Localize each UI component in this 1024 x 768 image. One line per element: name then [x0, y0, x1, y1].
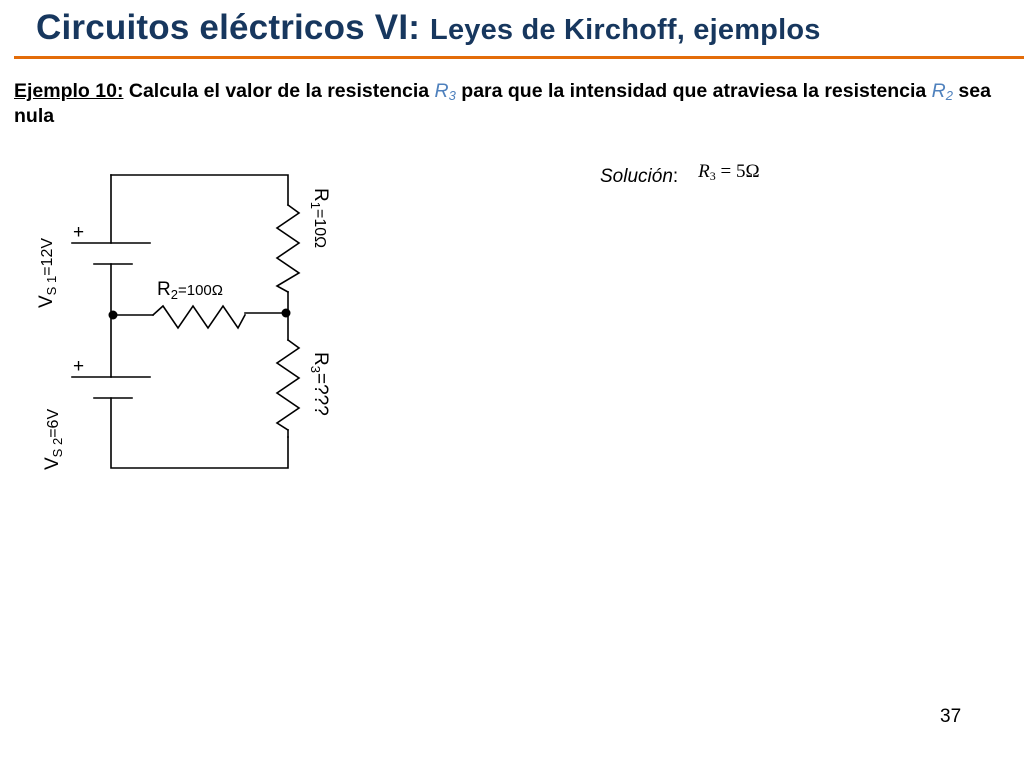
problem-statement: Ejemplo 10: Calcula el valor de la resis… — [14, 79, 994, 129]
vs1-value: =12V — [39, 238, 56, 276]
r3-subscript: 3 — [308, 366, 323, 373]
r2-value: =100Ω — [178, 282, 223, 299]
slide-title: Circuitos eléctricos VI: Leyes de Kircho… — [36, 8, 821, 48]
vs1-subscript: S 1 — [44, 276, 59, 296]
title-main: Circuitos eléctricos VI: — [36, 8, 431, 47]
vs1-symbol: V — [36, 295, 57, 308]
vs2-symbol: V — [42, 457, 63, 470]
solution-result: R3 = 5Ω — [698, 161, 759, 182]
r1-symbol: R — [310, 188, 331, 202]
battery-vs1-plus-sign: + — [73, 222, 84, 243]
example-label: Ejemplo 10: — [14, 80, 124, 102]
r2-symbol: R — [157, 279, 171, 300]
node-right-junction — [281, 308, 291, 318]
problem-text-2: para que la intensidad que atraviesa la … — [455, 80, 932, 102]
battery-vs2-plus-sign: + — [73, 356, 84, 377]
solution-label: Solución — [600, 166, 673, 187]
result-value: = 5Ω — [715, 161, 760, 182]
solution: Solución: R3 = 5Ω — [600, 161, 760, 188]
solution-colon: : — [672, 166, 679, 187]
wire-left-bottom — [110, 397, 289, 469]
resistor-r1 — [275, 203, 301, 294]
variable-r3: R3 — [435, 80, 456, 102]
r1-subscript: 1 — [308, 202, 323, 209]
title-underline — [14, 56, 1024, 59]
variable-r2: R2 — [932, 80, 953, 102]
vs2-label: VS 2=6V — [42, 409, 65, 470]
node-left-junction — [108, 310, 118, 320]
r3-value: =??? — [310, 373, 331, 416]
result-subscript: 3 — [709, 169, 716, 183]
vs2-value: =6V — [45, 409, 62, 438]
vs1-label: VS 1=12V — [36, 238, 59, 308]
r2-subscript: 2 — [171, 287, 178, 302]
variable-r3-subscript: 3 — [448, 88, 456, 103]
r3-symbol: R — [310, 352, 331, 366]
r2-label: R2=100Ω — [157, 279, 223, 302]
r1-value: =10Ω — [311, 209, 328, 248]
vs2-subscript: S 2 — [50, 438, 65, 458]
title-sub: Leyes de Kirchoff, ejemplos — [430, 14, 821, 46]
resistor-r3 — [275, 338, 301, 432]
variable-r2-subscript: 2 — [945, 88, 953, 103]
problem-text-3: sea nula — [14, 80, 991, 127]
r1-label: R1=10Ω — [308, 188, 331, 248]
variable-r2-symbol: R — [931, 80, 946, 102]
r3-label: R3=??? — [308, 352, 331, 416]
variable-r3-symbol: R — [434, 80, 449, 102]
problem-text-1: Calcula el valor de la resistencia — [123, 80, 435, 102]
page-number: 37 — [940, 706, 962, 727]
resistor-r2 — [151, 304, 247, 330]
wire-top — [110, 174, 289, 206]
result-symbol: R — [698, 161, 710, 182]
